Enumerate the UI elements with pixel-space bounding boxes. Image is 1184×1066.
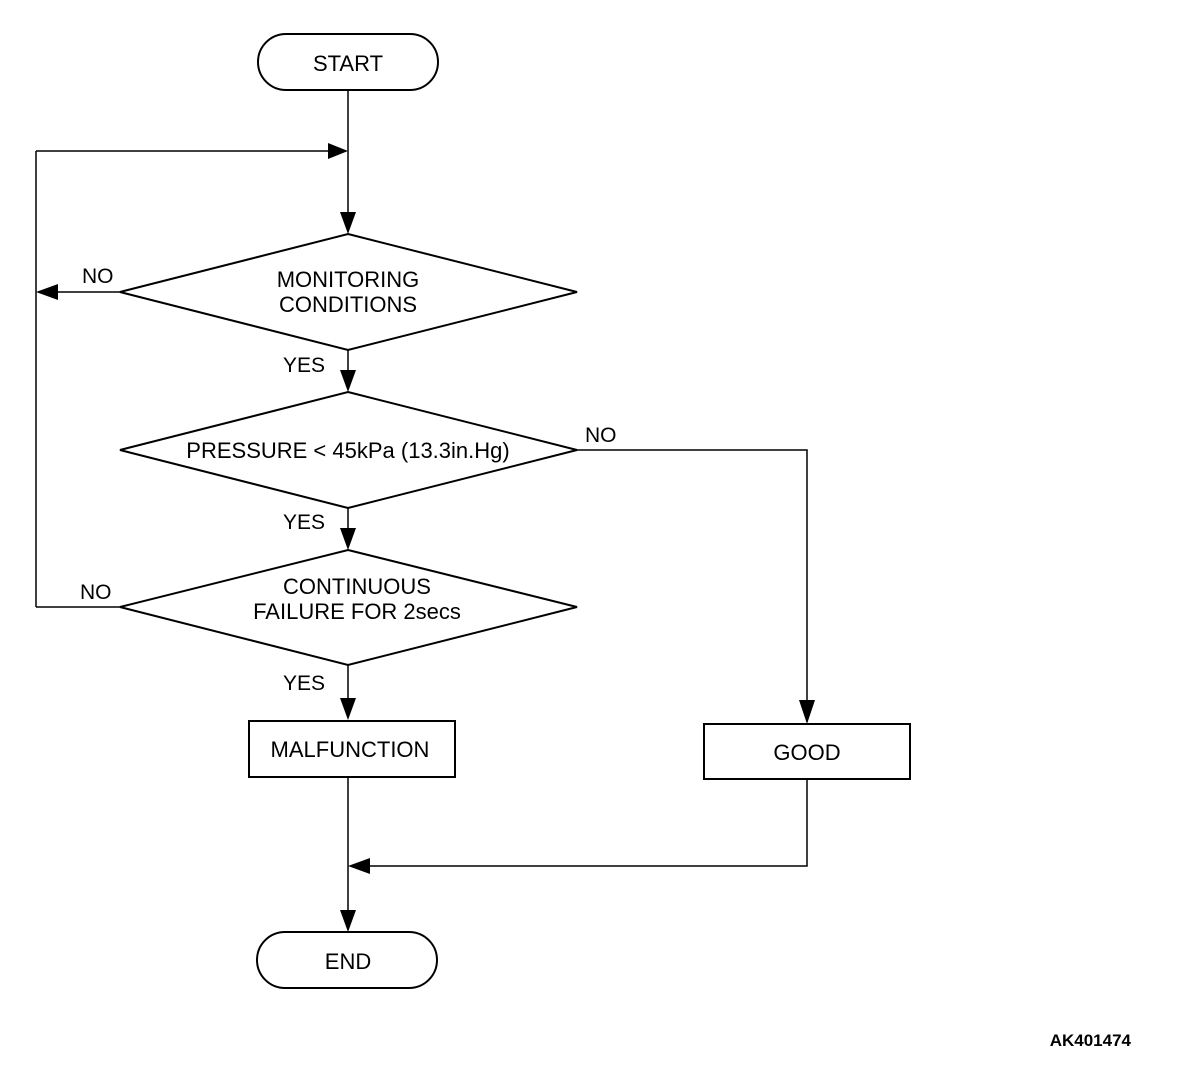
arrowhead-malfunction-entry xyxy=(340,698,356,720)
arrowhead-monitoring-entry xyxy=(340,212,356,234)
end-label: END xyxy=(325,949,371,974)
malfunction-label: MALFUNCTION xyxy=(271,737,430,762)
continuous-failure-decision: CONTINUOUS FAILURE FOR 2secs xyxy=(119,548,578,667)
good-node: GOOD xyxy=(703,723,911,780)
arrowhead-merge xyxy=(348,858,370,874)
arrowhead-good-entry xyxy=(799,700,815,724)
start-node: START xyxy=(257,33,439,91)
connector-good-merge xyxy=(368,779,808,867)
pressure-no-label: NO xyxy=(585,424,617,447)
start-label: START xyxy=(313,51,383,76)
continuous-no-label: NO xyxy=(80,581,112,604)
pressure-yes-label: YES xyxy=(283,511,325,534)
malfunction-node: MALFUNCTION xyxy=(248,720,456,778)
monitoring-yes-label: YES xyxy=(283,354,325,377)
arrowhead-continuous-entry xyxy=(340,528,356,550)
monitoring-no-label: NO xyxy=(82,265,114,288)
good-label: GOOD xyxy=(773,740,840,765)
end-node: END xyxy=(256,931,438,989)
monitoring-conditions-decision: MONITORING CONDITIONS xyxy=(119,232,578,352)
arrowhead-pressure-entry xyxy=(340,370,356,392)
continuous-label-line-1: CONTINUOUS xyxy=(283,574,431,599)
arrowhead-end-entry xyxy=(340,910,356,932)
figure-id: AK401474 xyxy=(1050,1031,1132,1050)
pressure-label: PRESSURE < 45kPa (13.3in.Hg) xyxy=(186,438,509,463)
connector-pressure-no xyxy=(577,449,808,704)
monitoring-label-line-2: CONDITIONS xyxy=(279,292,417,317)
continuous-label-line-2: FAILURE FOR 2secs xyxy=(253,599,461,624)
arrowhead-loop-return xyxy=(328,143,348,159)
monitoring-label-line-1: MONITORING xyxy=(277,267,420,292)
arrowhead-monitoring-no xyxy=(36,284,58,300)
pressure-decision: PRESSURE < 45kPa (13.3in.Hg) xyxy=(119,390,578,510)
continuous-yes-label: YES xyxy=(283,672,325,695)
